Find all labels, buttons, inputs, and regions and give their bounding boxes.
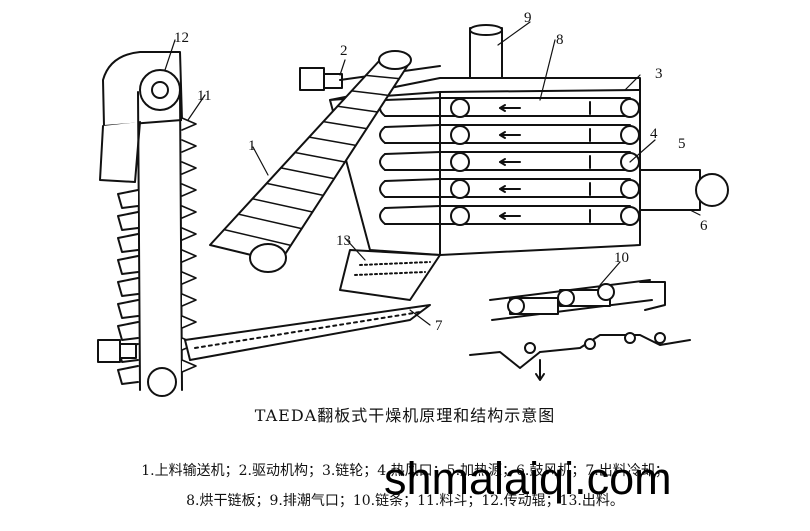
label-3: 3 bbox=[655, 66, 663, 82]
label-9: 9 bbox=[524, 10, 532, 26]
feed-slat bbox=[336, 105, 379, 113]
feed-slat bbox=[365, 74, 400, 80]
feed-slat bbox=[223, 228, 292, 247]
feed-conveyor bbox=[209, 50, 412, 273]
label-8: 8 bbox=[556, 32, 564, 48]
label-4: 4 bbox=[650, 126, 658, 142]
bucket-icon bbox=[117, 299, 139, 319]
bucket-icon bbox=[117, 255, 139, 275]
bucket-icon bbox=[181, 249, 197, 263]
bucket-icon bbox=[117, 277, 139, 297]
label-11: 11 bbox=[197, 88, 211, 104]
bucket-icon bbox=[117, 365, 139, 385]
label-5: 5 bbox=[678, 136, 686, 152]
label-6: 6 bbox=[700, 218, 708, 234]
bucket-icon bbox=[181, 227, 197, 241]
label-13: 13 bbox=[336, 233, 351, 249]
layer-end bbox=[379, 180, 386, 198]
bucket-icon bbox=[181, 183, 197, 197]
bucket-elevator bbox=[97, 51, 197, 397]
bucket-icon bbox=[181, 139, 197, 153]
bucket-icon bbox=[181, 205, 197, 219]
sprocket-icon bbox=[450, 179, 470, 199]
label-2: 2 bbox=[340, 43, 348, 59]
diagram-caption: TAEDA翻板式干燥机原理和结构示意图 bbox=[254, 406, 556, 425]
label-7: 7 bbox=[435, 318, 443, 334]
feed-slat bbox=[322, 120, 368, 130]
layer-end bbox=[379, 207, 386, 225]
watermark: shmalaiqi.com bbox=[384, 453, 672, 504]
legend-line-2: 8.烘干链板；9.排潮气口；10.链条；11.料斗；12.传动辊；13.出料。 bbox=[186, 493, 624, 509]
feed-slat bbox=[280, 167, 335, 180]
bucket-icon bbox=[181, 315, 197, 329]
feed-slat bbox=[294, 151, 346, 163]
sprocket-icon bbox=[620, 98, 640, 118]
flow-arrow-head bbox=[499, 131, 506, 139]
bucket-icon bbox=[181, 359, 197, 373]
cooling-discharge-trough bbox=[184, 304, 431, 361]
layer-top-edge bbox=[384, 151, 631, 155]
exhaust-port-icon bbox=[469, 27, 503, 79]
flow-arrow-head bbox=[499, 185, 506, 193]
bucket-icon bbox=[181, 161, 197, 175]
legend-line-1: 1.上料输送机；2.驱动机构；3.链轮；4.热风口；5.加热源；6.鼓风机；7.… bbox=[141, 463, 669, 479]
bucket-icon bbox=[181, 117, 197, 131]
layer-top-edge bbox=[384, 178, 631, 182]
chain-detail bbox=[469, 279, 691, 381]
bucket-icon bbox=[117, 189, 139, 209]
sprocket-icon bbox=[620, 206, 640, 226]
blower-icon bbox=[639, 169, 701, 211]
bucket-icon bbox=[117, 321, 139, 341]
flow-arrow-head bbox=[499, 158, 506, 166]
dryer-diagram: 1 2 3 4 5 6 7 8 9 10 11 12 13 bbox=[97, 10, 729, 397]
flow-arrow-head bbox=[499, 104, 506, 112]
sprocket-icon bbox=[620, 125, 640, 145]
layer-end bbox=[379, 153, 386, 171]
bucket-icon bbox=[117, 211, 139, 231]
feed-slat bbox=[350, 90, 390, 97]
label-10: 10 bbox=[614, 250, 629, 266]
sprocket-icon bbox=[620, 179, 640, 199]
sprocket-icon bbox=[450, 206, 470, 226]
feed-slat bbox=[237, 213, 303, 230]
layer-top-edge bbox=[384, 205, 631, 209]
flow-arrow-head bbox=[499, 212, 506, 220]
sprocket-icon bbox=[450, 152, 470, 172]
bucket-icon bbox=[117, 233, 139, 253]
label-12: 12 bbox=[174, 30, 189, 46]
bucket-icon bbox=[181, 293, 197, 307]
layer-end bbox=[379, 126, 386, 144]
layer-top-edge bbox=[384, 97, 631, 101]
feed-slat bbox=[251, 198, 314, 213]
sprocket-icon bbox=[450, 98, 470, 118]
label-1: 1 bbox=[248, 138, 256, 154]
feed-slat bbox=[308, 136, 357, 147]
bucket-icon bbox=[181, 271, 197, 285]
feed-slat bbox=[265, 182, 325, 197]
sprocket-icon bbox=[450, 125, 470, 145]
layer-top-edge bbox=[384, 124, 631, 128]
